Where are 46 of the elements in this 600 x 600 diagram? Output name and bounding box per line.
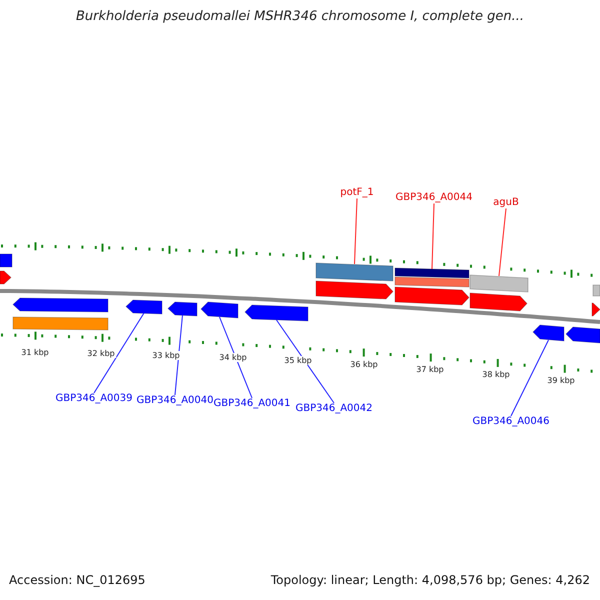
gene-label: GBP346_A0039	[55, 393, 133, 404]
gene-label: GBP346_A0041	[213, 398, 291, 410]
scale-label: 36 kbp	[349, 360, 379, 370]
gene-feature	[394, 286, 470, 306]
feature-bar	[470, 274, 528, 292]
summary-text: Topology: linear; Length: 4,098,576 bp; Genes: 4,262	[270, 574, 590, 588]
feature-bar	[394, 268, 470, 278]
title: Burkholderia pseudomallei MSHR346 chromosome I, complete gen...	[74, 10, 526, 25]
leader-line	[276, 320, 334, 404]
feature-bar	[592, 284, 600, 296]
scale-label: 34 kbp	[218, 353, 248, 362]
feature-bar	[316, 262, 394, 282]
gene-feature	[0, 270, 12, 284]
scale-label: 37 kbp	[415, 365, 445, 374]
gene-feature	[12, 298, 108, 312]
gene-feature	[532, 324, 564, 342]
feature-bar	[0, 254, 12, 268]
gene-feature	[244, 304, 308, 322]
gene-feature	[125, 300, 162, 314]
gene-feature	[200, 302, 238, 318]
gene-feature	[592, 302, 600, 316]
leader-line	[354, 198, 358, 264]
gene-feature	[167, 302, 198, 316]
scale-label: 35 kbp	[283, 356, 313, 366]
scale-label: 31 kbp	[20, 348, 50, 358]
gene-feature	[565, 326, 600, 344]
gene-feature	[316, 280, 394, 300]
gene-label: GBP346_A0044	[395, 192, 473, 204]
feature-bar	[394, 276, 470, 288]
leader-line	[498, 208, 506, 276]
gene-label: potF_1	[340, 187, 374, 198]
scale-label: 33 kbp	[151, 351, 181, 360]
gene-label: aguB	[493, 197, 519, 208]
feature-bar	[12, 316, 108, 330]
scale-label: 38 kbp	[481, 370, 511, 380]
scale-label: 32 kbp	[86, 349, 116, 358]
leader-line	[174, 314, 183, 396]
leader-line	[94, 312, 144, 394]
gene-label: GBP346_A0046	[472, 416, 550, 428]
gene-label: GBP346_A0042	[295, 403, 373, 414]
scale-label: 39 kbp	[546, 376, 576, 386]
leader-line	[219, 316, 252, 398]
leader-line	[432, 203, 434, 270]
gene-feature	[470, 292, 528, 312]
gene-label: GBP346_A0040	[136, 395, 214, 406]
accession-text: Accession: NC_012695	[9, 574, 146, 588]
